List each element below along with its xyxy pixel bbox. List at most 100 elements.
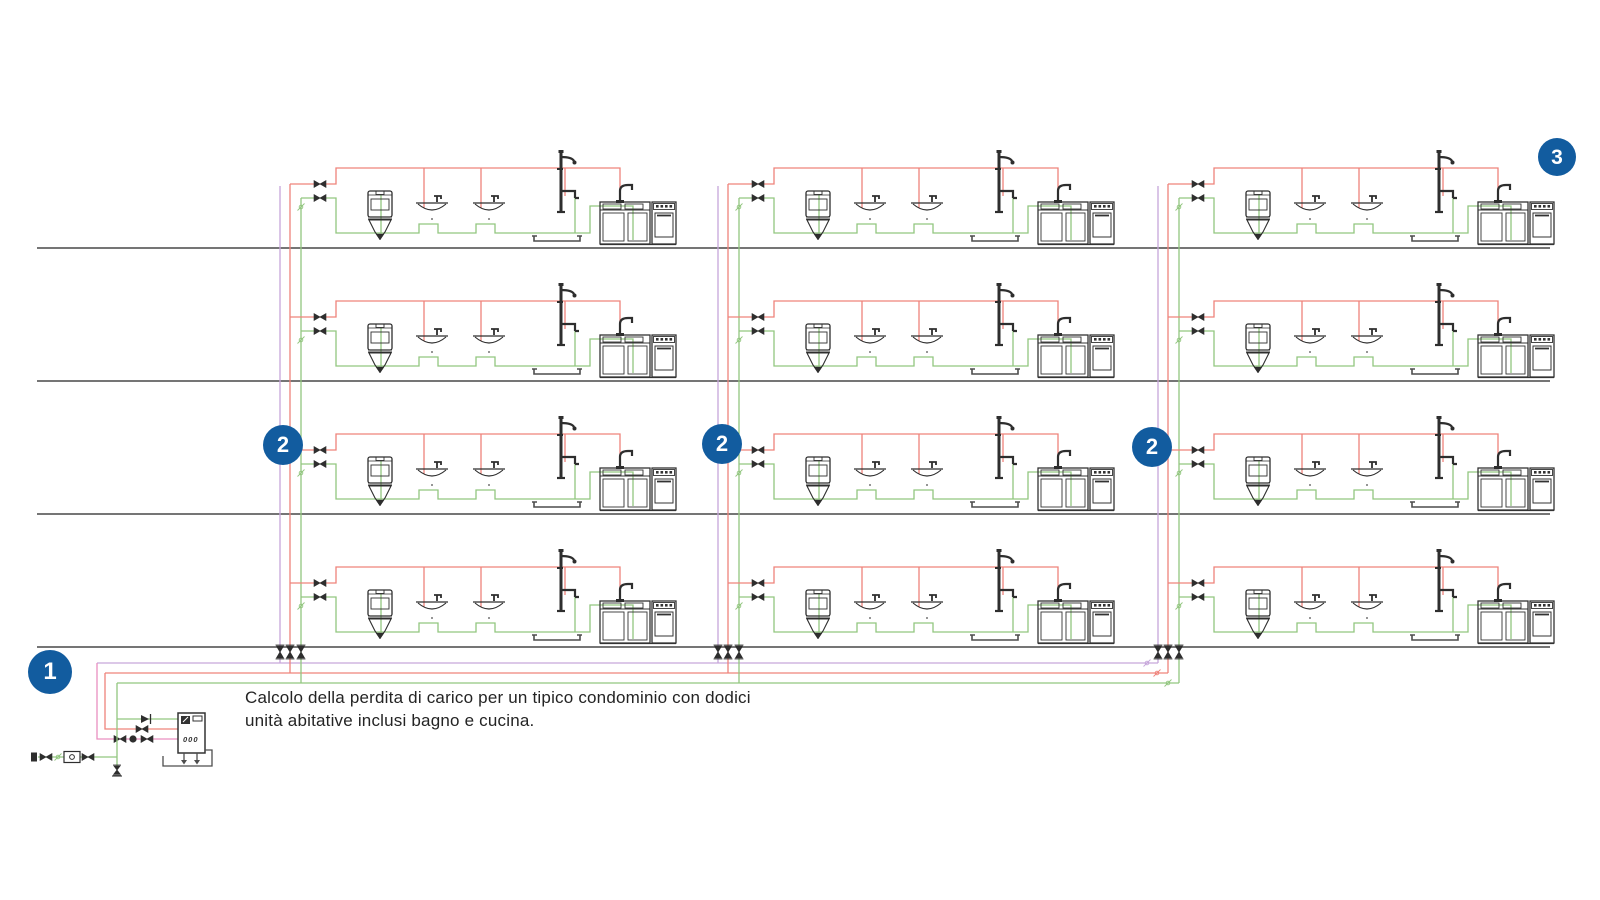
shower-icon	[995, 283, 1017, 347]
washbasin-icon	[911, 328, 943, 353]
valve-icon	[313, 592, 327, 602]
hot-water-pipe	[104, 673, 178, 730]
kitchen-block	[1477, 582, 1555, 645]
toilet-icon	[367, 190, 393, 241]
kitchen-faucet-icon	[1496, 582, 1512, 601]
caption-line-2: unità abitative inclusi bagno e cucina.	[245, 711, 535, 730]
hot-water-pipe	[1168, 566, 1499, 600]
washbasin-icon	[854, 461, 886, 486]
kitchen-block	[1037, 582, 1115, 645]
faucet-icon	[1369, 328, 1377, 335]
bathtub-icon	[532, 235, 582, 242]
kitchen-block	[1477, 316, 1555, 379]
hot-water-pipe	[728, 167, 1059, 201]
toilet-icon	[367, 456, 393, 507]
fitting-mark	[1164, 679, 1172, 687]
dishwasher-icon	[1529, 334, 1555, 378]
valve-icon	[135, 724, 149, 734]
faucet-icon	[1369, 195, 1377, 202]
marker-2-label: 2	[276, 432, 290, 457]
check-valve-icon	[141, 715, 149, 723]
cold-water-pipe	[1179, 330, 1512, 373]
washbasin-icon	[911, 461, 943, 486]
washbasin-icon	[1351, 195, 1383, 220]
washbasin-icon	[854, 328, 886, 353]
kitchen-block	[599, 183, 677, 246]
toilet-icon	[1245, 456, 1271, 507]
water-meter-icon	[63, 750, 81, 764]
apartment-unit	[1168, 549, 1555, 645]
kitchen-faucet-icon	[618, 449, 634, 468]
fitting-mark	[1153, 669, 1161, 677]
apartment-unit	[728, 150, 1115, 246]
dishwasher-icon	[1089, 334, 1115, 378]
faucet-icon	[491, 328, 499, 335]
toilet-icon	[805, 456, 831, 507]
fitting-mark	[735, 469, 743, 477]
kitchen-block	[1037, 183, 1115, 246]
fitting-mark	[298, 337, 304, 343]
bathtub-icon	[1410, 501, 1460, 508]
boiler-display: 000	[183, 735, 199, 744]
faucet-icon	[1369, 594, 1377, 601]
marker-2-riser-2: 2	[702, 424, 742, 464]
apartment-unit	[290, 416, 677, 512]
shower-icon	[557, 416, 579, 480]
hot-water-pipe	[290, 433, 621, 467]
toilet-icon	[1245, 589, 1271, 640]
fitting-mark	[1165, 680, 1171, 686]
faucet-icon	[872, 195, 880, 202]
fitting-mark	[736, 603, 742, 609]
marker-2-label: 2	[715, 431, 729, 456]
washbasin-icon	[1294, 461, 1326, 486]
marker-3-label: 3	[1551, 145, 1563, 169]
fitting-mark	[736, 470, 742, 476]
cold-water-pipe	[739, 330, 1072, 373]
bathtub-icon	[1410, 235, 1460, 242]
shower-mixer-icon	[999, 322, 1017, 333]
faucet-icon	[434, 594, 442, 601]
toilet-icon	[1245, 323, 1271, 374]
apartment-unit	[1168, 416, 1555, 512]
faucet-icon	[1312, 328, 1320, 335]
riser-group	[1153, 184, 1184, 683]
cold-water-pipe	[1179, 197, 1512, 240]
hot-water-pipe	[290, 167, 621, 201]
distribution-mains	[97, 659, 1179, 687]
bathtub-icon	[532, 634, 582, 641]
shower-head-icon	[560, 155, 575, 162]
toilet-icon	[367, 589, 393, 640]
base-valve-icon	[1163, 644, 1173, 660]
shower-head-icon	[560, 288, 575, 295]
apartment-unit	[290, 150, 677, 246]
shower-head-icon	[1438, 155, 1453, 162]
kitchen-block	[1037, 449, 1115, 512]
bathtub-icon	[970, 368, 1020, 375]
valve-icon	[751, 578, 765, 588]
washbasin-icon	[911, 195, 943, 220]
base-valve-icon	[1174, 644, 1184, 660]
marker-2-riser-1: 2	[263, 425, 303, 465]
valve-icon	[313, 179, 327, 189]
bathtub-icon	[970, 235, 1020, 242]
apartment-unit	[728, 549, 1115, 645]
apartment-unit	[290, 283, 677, 379]
washbasin-icon	[1294, 594, 1326, 619]
kitchen-faucet-icon	[618, 183, 634, 202]
marker-1: 1	[28, 650, 72, 694]
dishwasher-icon	[1529, 201, 1555, 245]
faucet-icon	[491, 195, 499, 202]
dishwasher-icon	[1529, 467, 1555, 511]
faucet-icon	[491, 461, 499, 468]
toilet-icon	[367, 323, 393, 374]
cold-water-pipe	[739, 197, 1072, 240]
fitting-mark	[297, 203, 305, 211]
washbasin-icon	[473, 461, 505, 486]
cold-water-pipe	[301, 330, 634, 373]
shower-icon	[995, 416, 1017, 480]
shower-mixer-icon	[1439, 455, 1457, 466]
shower-head-icon	[1438, 288, 1453, 295]
shower-mixer-icon	[1439, 322, 1457, 333]
washbasin-icon	[854, 594, 886, 619]
fitting-mark	[736, 204, 742, 210]
